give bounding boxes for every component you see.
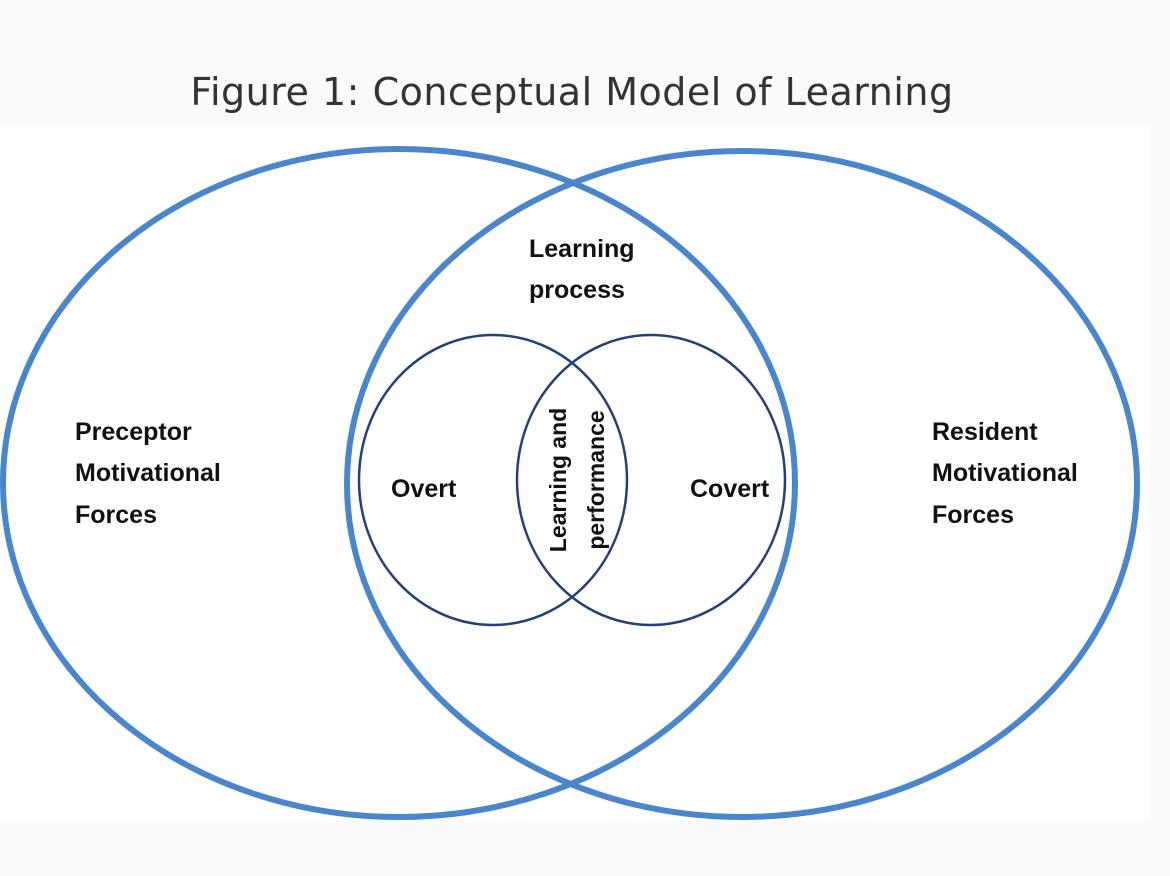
preceptor-label-line-1: Preceptor xyxy=(75,418,192,446)
resident-ellipse xyxy=(344,148,1140,820)
learning-process-label: Learning process xyxy=(529,235,642,304)
resident-label: Resident Motivational Forces xyxy=(932,418,1085,529)
resident-label-line-2: Motivational xyxy=(932,459,1078,487)
resident-label-line-1: Resident xyxy=(932,418,1038,446)
diagram-background xyxy=(0,125,1150,820)
preceptor-label-line-3: Forces xyxy=(75,501,157,529)
covert-circle xyxy=(515,333,787,627)
overt-label: Overt xyxy=(391,475,457,503)
learning-performance-line-2: performance xyxy=(583,410,609,549)
figure-title: Figure 1: Conceptual Model of Learning xyxy=(190,70,954,114)
preceptor-label-line-2: Motivational xyxy=(75,459,221,487)
overt-circle xyxy=(357,333,629,627)
learning-process-line-1: Learning xyxy=(529,235,635,263)
resident-label-line-3: Forces xyxy=(932,501,1014,529)
learning-process-line-2: process xyxy=(529,276,625,304)
learning-performance-label: Learning and performance xyxy=(545,408,609,552)
learning-performance-line-1: Learning and xyxy=(545,408,571,552)
preceptor-ellipse xyxy=(0,146,798,820)
preceptor-label: Preceptor Motivational Forces xyxy=(75,418,228,529)
covert-label: Covert xyxy=(690,475,770,503)
